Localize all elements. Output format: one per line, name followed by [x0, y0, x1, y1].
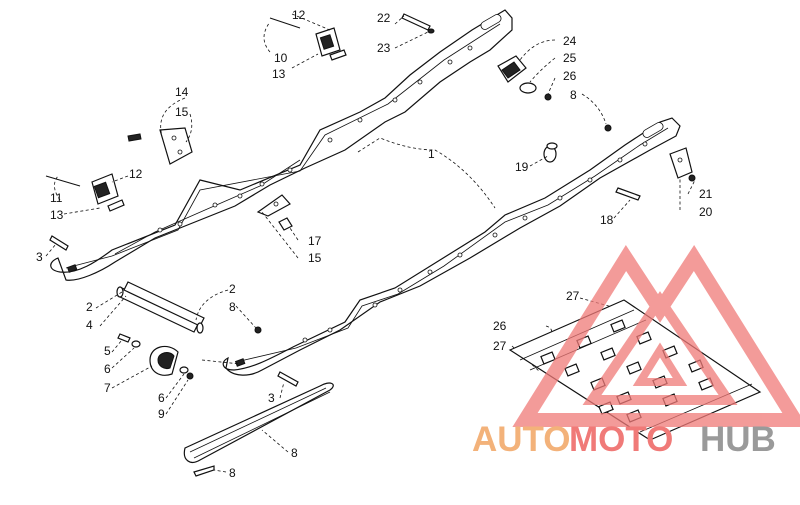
- callout-22: 23: [377, 41, 391, 55]
- callout-21: 22: [377, 11, 391, 25]
- watermark-triangle-icon: [512, 244, 800, 427]
- callout-18: 19: [515, 160, 529, 174]
- cross-shaft: [116, 281, 205, 334]
- callout-13: 13: [272, 67, 286, 81]
- callout-20: 21: [699, 187, 713, 201]
- rail-upper: [50, 9, 513, 281]
- callout-3: 3: [36, 250, 43, 264]
- callout-10: 8: [291, 446, 298, 460]
- nut-8-middle: [254, 326, 262, 334]
- bolt-17: [615, 187, 641, 201]
- callout-8: 9: [158, 407, 165, 421]
- pin-11-upper: [269, 17, 301, 29]
- callout-23: 24: [563, 34, 577, 48]
- callout-24: 25: [563, 51, 577, 65]
- slide-part: [183, 382, 334, 463]
- bumper-23: [497, 55, 552, 101]
- callout-15: 15: [175, 105, 189, 119]
- bolt-9: [193, 465, 215, 477]
- callout-2: 2: [229, 282, 236, 296]
- rail-upper-holes: [157, 45, 473, 233]
- callout-labels: 12 10 13 22 23 24 25 26 8 14 15 12 11 13…: [36, 8, 713, 480]
- callout-13: 13: [50, 208, 64, 222]
- callout-6: 6: [158, 391, 165, 405]
- callout-19: 20: [699, 205, 713, 219]
- callout-8: 8: [570, 88, 577, 102]
- callout-11: 10: [274, 51, 288, 65]
- callout-6: 6: [104, 362, 111, 376]
- watermark-moto: MOTO: [569, 420, 673, 459]
- bolt-3-lower: [277, 371, 299, 387]
- callout-25: 26: [563, 69, 577, 83]
- callout-7: 7: [104, 381, 111, 395]
- callout-14: 14: [175, 85, 189, 99]
- callout-5: 5: [104, 344, 111, 358]
- callout-16: 17: [308, 234, 322, 248]
- callout-17: 18: [600, 213, 614, 227]
- callout-12: 12: [129, 167, 143, 181]
- callout-27: 27: [493, 339, 507, 353]
- callout-27: 27: [566, 289, 580, 303]
- callout-8: 8: [229, 300, 236, 314]
- block-12-upper: [315, 27, 347, 61]
- callout-11: 11: [50, 191, 63, 205]
- callout-4: 4: [86, 318, 93, 332]
- bracket-14: [127, 127, 193, 165]
- watermark-logo: [512, 244, 800, 427]
- bushing-18: [543, 142, 558, 163]
- wheel-7: [117, 333, 194, 380]
- callout-15: 15: [308, 251, 322, 265]
- callout-1: 1: [428, 147, 435, 161]
- pin-11-left: [45, 175, 81, 187]
- bracket-16: [256, 194, 293, 231]
- rail-lower-holes: [302, 141, 648, 343]
- callout-3: 3: [268, 391, 275, 405]
- callout-12: 12: [292, 8, 306, 22]
- rail-lower: [222, 117, 681, 376]
- watermark-hub: HUB: [700, 420, 776, 459]
- callout-26: 26: [493, 319, 507, 333]
- bracket-19: [669, 147, 696, 182]
- bolt-21: [401, 13, 435, 34]
- bolt-3-left: [49, 235, 69, 251]
- washer-8-upper: [604, 124, 612, 132]
- callout-2: 2: [86, 300, 93, 314]
- callout-9: 8: [229, 466, 236, 480]
- block-12-left: [91, 173, 125, 212]
- watermark-auto: AUTO: [472, 420, 571, 459]
